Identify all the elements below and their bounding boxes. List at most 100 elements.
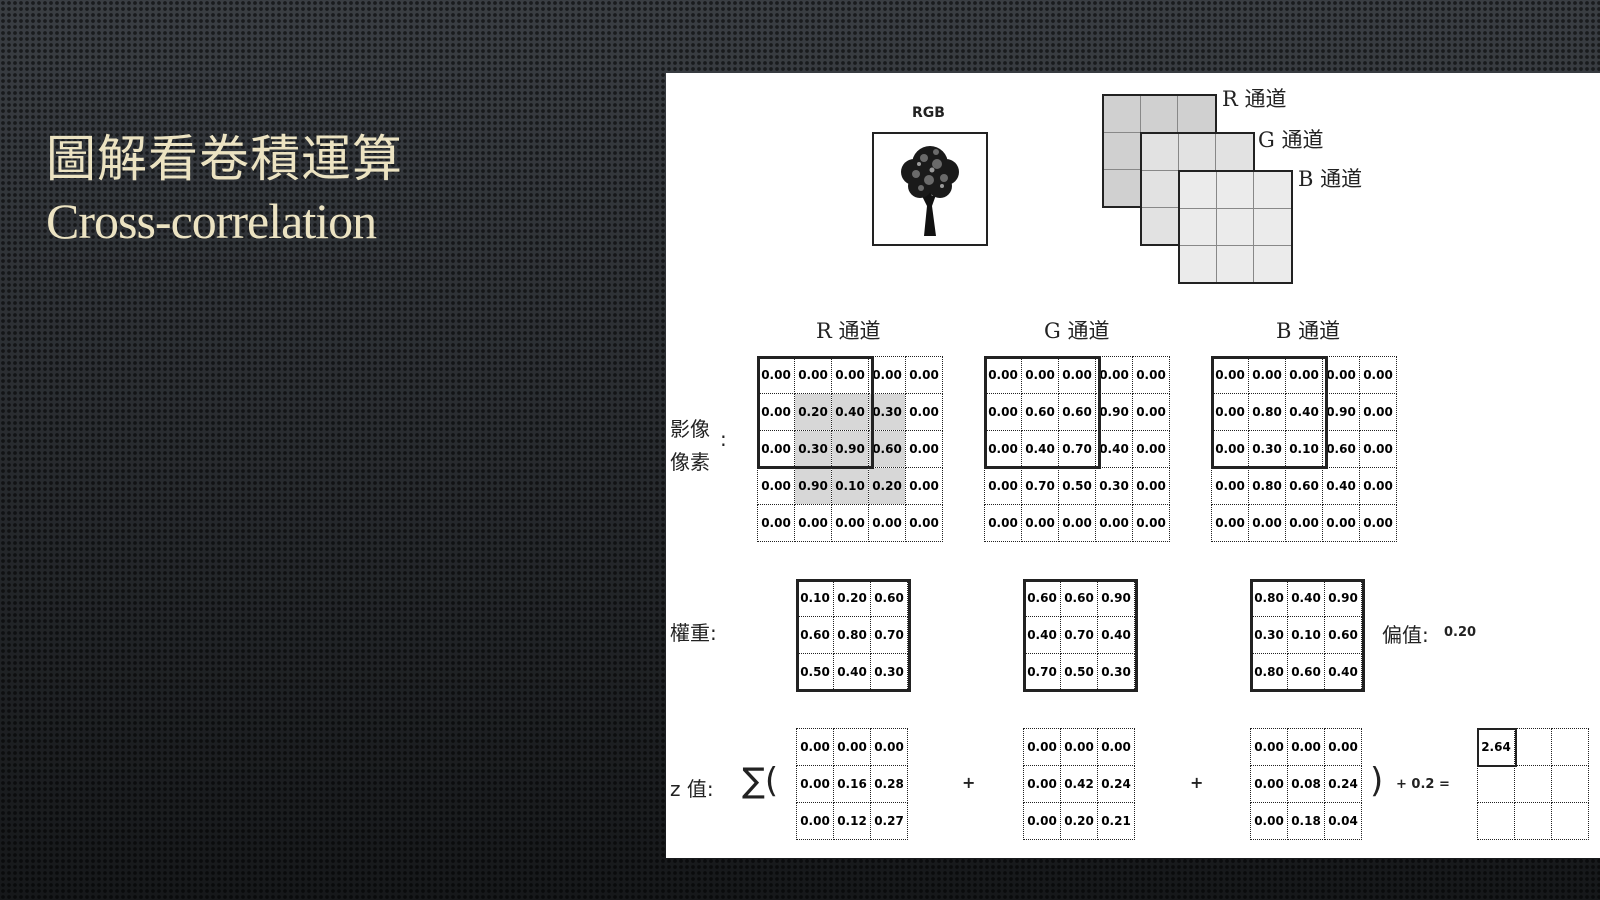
bias-value: 0.20 xyxy=(1444,625,1477,640)
grid-cell: 0.40 xyxy=(1095,430,1133,468)
grid-cell: 0.24 xyxy=(1097,765,1135,803)
grid-cell: 0.00 xyxy=(1132,504,1170,542)
grid-cell: 0.18 xyxy=(1287,802,1325,840)
grid-cell: 0.00 xyxy=(1359,504,1397,542)
tree-icon xyxy=(901,146,959,236)
grid-cell: 0.60 xyxy=(1287,653,1325,691)
grid-cell: 0.00 xyxy=(1023,728,1061,766)
grid-cell: 0.00 xyxy=(1359,467,1397,505)
grid-cell: 0.00 xyxy=(905,504,943,542)
grid-cell: 0.00 xyxy=(831,504,869,542)
grid-cell: 0.00 xyxy=(1250,728,1288,766)
grid-cell: 0.21 xyxy=(1097,802,1135,840)
grid-cell: 0.27 xyxy=(870,802,908,840)
grid-cell: 0.00 xyxy=(1322,504,1360,542)
grid-cell: 0.42 xyxy=(1060,765,1098,803)
grid-cell: 0.80 xyxy=(1248,393,1286,431)
weights-label: 權重: xyxy=(670,621,717,645)
grid-cell: 0.30 xyxy=(1097,653,1135,691)
grid-cell: 0.30 xyxy=(870,653,908,691)
grid-cell xyxy=(1514,765,1552,803)
grid-cell: 0.60 xyxy=(1023,579,1061,617)
grid-cell: 0.00 xyxy=(905,356,943,394)
grid-cell: 0.60 xyxy=(870,579,908,617)
grid-cell xyxy=(1551,765,1589,803)
grid-cell: 0.00 xyxy=(1023,802,1061,840)
result-grid: 2.64 xyxy=(1477,728,1589,840)
plus-bias: + 0.2 = xyxy=(1396,777,1450,792)
grid-cell: 0.00 xyxy=(1058,356,1096,394)
grid-cell: 0.50 xyxy=(796,653,834,691)
grid-cell: 0.10 xyxy=(831,467,869,505)
grid-cell: 0.00 xyxy=(1250,802,1288,840)
grid-row xyxy=(1477,765,1589,803)
grid-cell xyxy=(1551,802,1589,840)
grid-cell: 0.40 xyxy=(1322,467,1360,505)
grid-cell: 0.20 xyxy=(868,467,906,505)
grid-cell: 0.80 xyxy=(1250,579,1288,617)
grid-cell: 0.00 xyxy=(757,393,795,431)
grid-cell xyxy=(1551,728,1589,766)
grid-cell: 0.00 xyxy=(757,356,795,394)
grid-cell: 0.00 xyxy=(1132,467,1170,505)
grid-cell: 0.60 xyxy=(868,430,906,468)
grid-cell: 0.00 xyxy=(1211,504,1249,542)
stack-square-b xyxy=(1178,170,1293,284)
grid-cell: 0.60 xyxy=(1324,616,1362,654)
z-label: z 值: xyxy=(670,777,714,801)
grid-cell: 0.00 xyxy=(905,393,943,431)
grid-cell: 0.40 xyxy=(833,653,871,691)
grid-cell: 0.00 xyxy=(831,356,869,394)
grid-cell: 0.90 xyxy=(1097,579,1135,617)
grid-cell: 0.00 xyxy=(1324,728,1362,766)
grid-cell xyxy=(1477,802,1515,840)
stack-label-r: R 通道 xyxy=(1222,87,1287,111)
grid-cell: 0.30 xyxy=(1248,430,1286,468)
grid-cell: 0.40 xyxy=(1023,616,1061,654)
grid-cell xyxy=(1514,728,1552,766)
grid-cell: 0.10 xyxy=(1285,430,1323,468)
grid-cell: 0.00 xyxy=(905,467,943,505)
grid-cell: 0.60 xyxy=(1285,467,1323,505)
grid-cell: 0.00 xyxy=(1060,728,1098,766)
grid-cell: 0.04 xyxy=(1324,802,1362,840)
grid-cell: 0.00 xyxy=(1095,356,1133,394)
image-pixels-label-line2: 像素 xyxy=(670,450,710,474)
image-pixels-label-line1: 影像 xyxy=(670,417,710,441)
slide-subtitle: Cross-correlation xyxy=(46,193,377,249)
grid-cell: 0.40 xyxy=(1097,616,1135,654)
grid-cell: 0.00 xyxy=(984,393,1022,431)
grid-cell: 0.60 xyxy=(796,616,834,654)
grid-cell: 0.00 xyxy=(1021,356,1059,394)
grid-cell: 0.60 xyxy=(1060,579,1098,617)
grid-row xyxy=(1477,802,1589,840)
grid-cell: 0.70 xyxy=(1058,430,1096,468)
grid-cell: 0.00 xyxy=(794,356,832,394)
grid-cell: 0.00 xyxy=(1132,356,1170,394)
grid-cell: 0.70 xyxy=(1021,467,1059,505)
bias-label: 偏值: xyxy=(1382,623,1429,647)
grid-cell: 0.00 xyxy=(1322,356,1360,394)
stack-label-b: B 通道 xyxy=(1298,167,1363,191)
channel-header-g: G 通道 xyxy=(1044,319,1110,343)
